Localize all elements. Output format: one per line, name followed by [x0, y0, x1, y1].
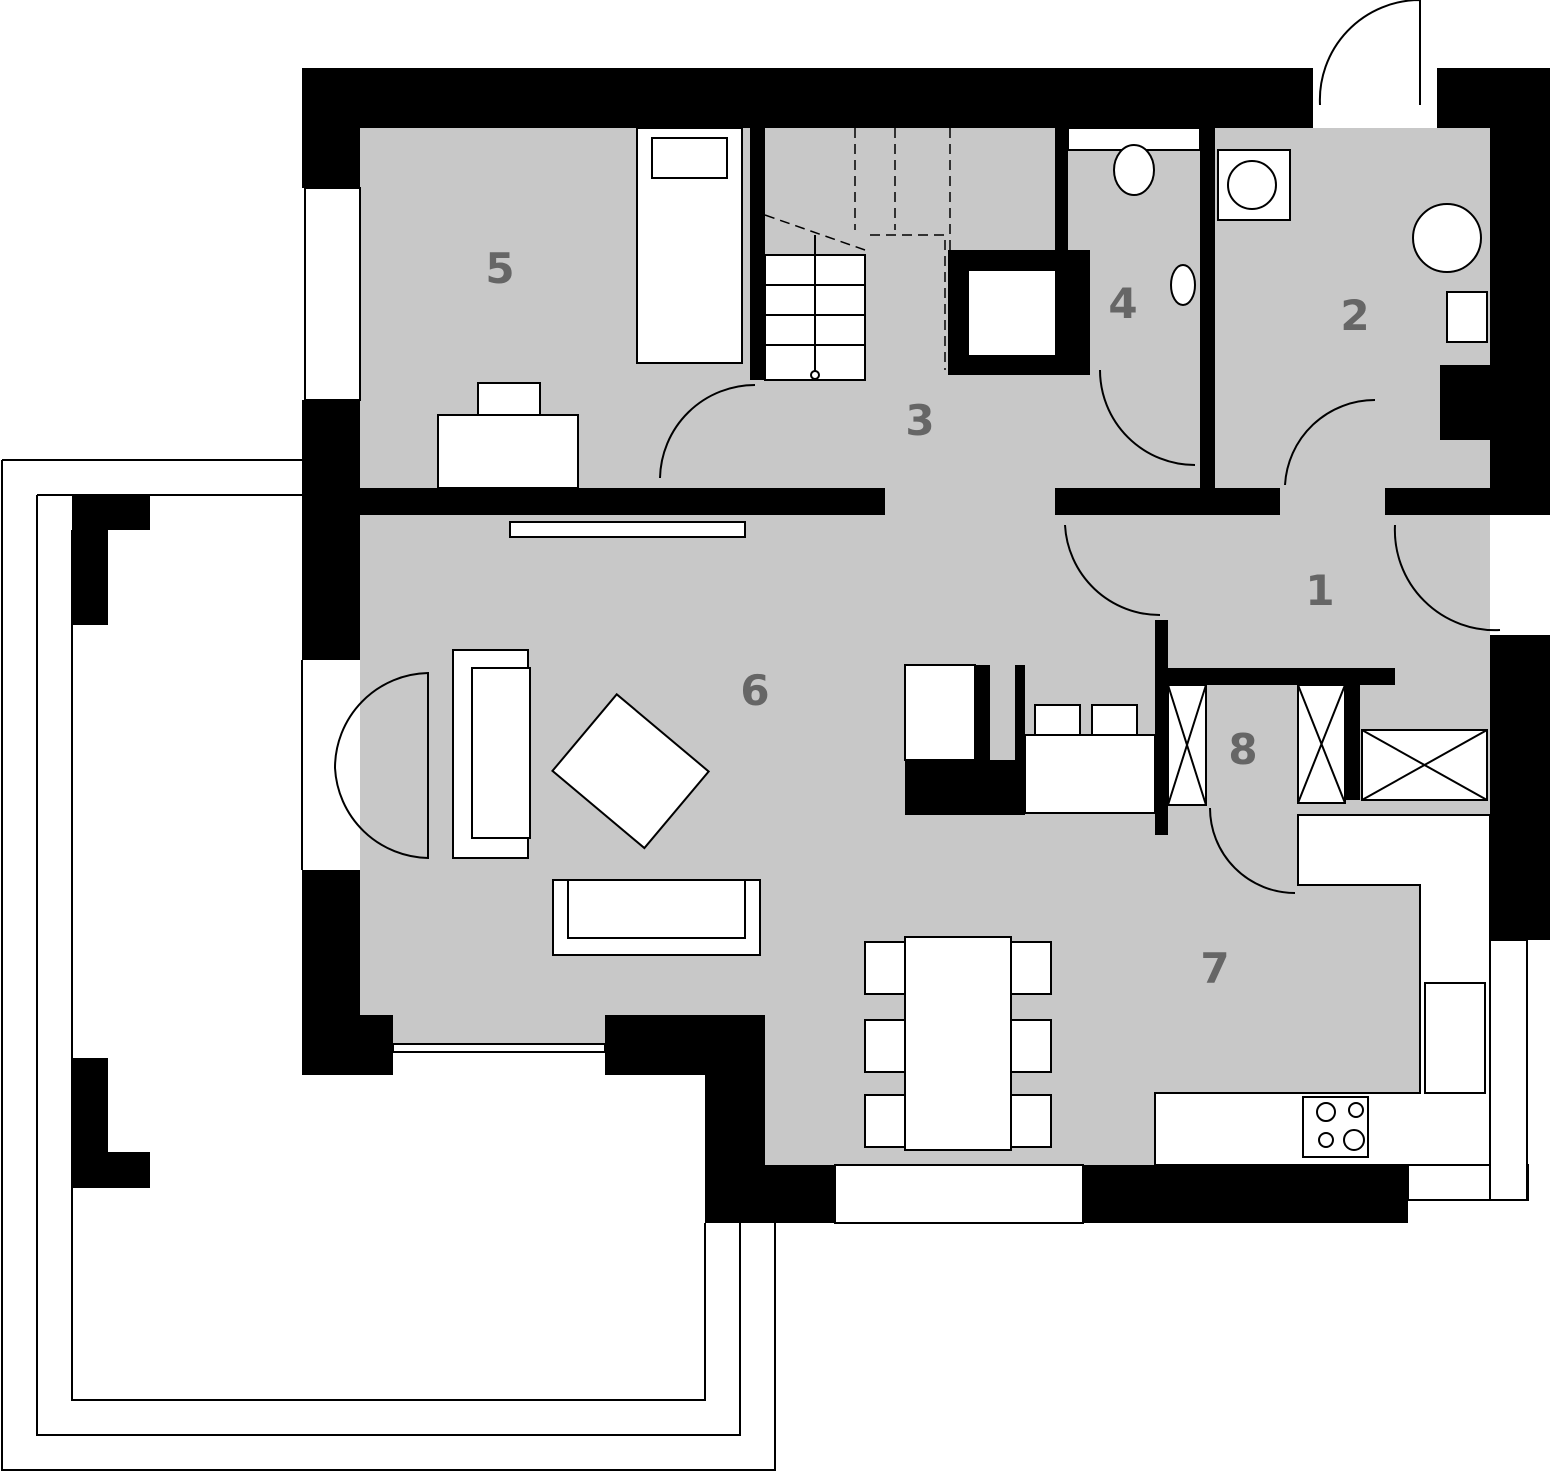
boiler	[1412, 203, 1482, 273]
fridge	[904, 664, 976, 761]
kitchen-counter	[1154, 814, 1491, 1166]
room-label-2: 2	[1340, 291, 1369, 340]
room-label-7: 7	[1200, 944, 1229, 993]
shelf	[509, 521, 746, 538]
kitchen-sink	[1424, 982, 1486, 1094]
sink	[1170, 264, 1196, 306]
toilet	[1113, 144, 1155, 196]
counter	[1024, 734, 1156, 814]
room-label-8: 8	[1228, 725, 1257, 774]
furniture	[437, 127, 1491, 1166]
shower	[967, 269, 1057, 357]
windows	[304, 187, 1529, 1224]
chair	[477, 382, 541, 416]
coffee-table	[551, 692, 711, 850]
room-label-4: 4	[1108, 279, 1137, 328]
dining-table	[904, 936, 1012, 1151]
doors	[334, 0, 1501, 894]
terrace	[1, 459, 776, 1471]
stairs	[764, 128, 951, 381]
room-label-3: 3	[905, 396, 934, 445]
desk	[437, 414, 579, 489]
room-label-1: 1	[1305, 566, 1334, 615]
room-label-6: 6	[740, 666, 769, 715]
room-label-5: 5	[485, 244, 514, 293]
